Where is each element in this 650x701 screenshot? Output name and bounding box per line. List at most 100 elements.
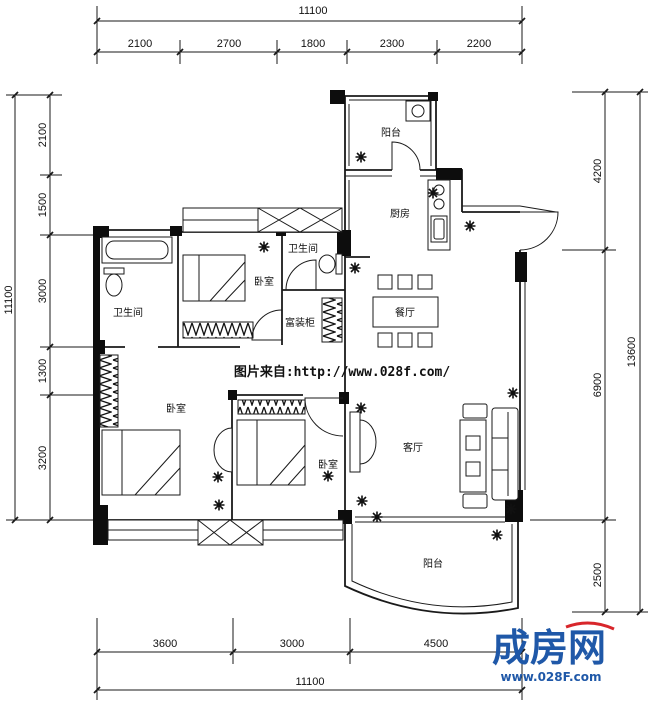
- dimension-left-total: 11100: [3, 286, 15, 315]
- column: [515, 252, 527, 282]
- dimension-top-segment: 2700: [217, 38, 241, 50]
- bathtub-basin: [105, 240, 169, 260]
- light-fixture-icon: [212, 471, 224, 483]
- windows: [107, 207, 344, 546]
- tick-mark: [433, 48, 441, 56]
- column: [93, 226, 109, 238]
- dimension-bottom: 3600 3000 4500 11100: [93, 618, 526, 700]
- tick-mark: [46, 231, 54, 239]
- dimension-left-segment: 1500: [37, 193, 49, 217]
- tick-mark: [273, 48, 281, 56]
- bay-window-upper: [257, 207, 343, 233]
- light-fixture-icon: [491, 529, 503, 541]
- tick-mark: [46, 343, 54, 351]
- coffee-table-item: [465, 461, 481, 477]
- column: [330, 90, 345, 104]
- dimension-right-total: 13600: [626, 337, 638, 368]
- bay-window-cross: [257, 207, 343, 233]
- dimension-bottom-segment: 3600: [153, 638, 177, 650]
- balcony-bottom-outer-wall: [344, 520, 519, 615]
- dimension-top-segment: 1800: [301, 38, 325, 50]
- column: [436, 168, 462, 180]
- tick-mark: [46, 391, 54, 399]
- door-entrance: [519, 211, 559, 251]
- dimension-bottom-segment: 4500: [424, 638, 448, 650]
- dimension-top: 11100 2100 2700 1800 2300 2200: [93, 5, 526, 64]
- tick-mark: [46, 91, 54, 99]
- light-fixture-icon: [505, 503, 517, 515]
- dimension-top-total: 11100: [299, 5, 328, 17]
- wardrobe-master: [99, 354, 119, 428]
- sofa-cushions: [492, 412, 509, 496]
- logo-name: 成房网: [492, 626, 606, 670]
- room-label-kitchen: 厨房: [390, 207, 410, 220]
- light-fixture-icon: [213, 499, 225, 511]
- sofa: [491, 407, 519, 501]
- dining-table: [372, 296, 439, 328]
- bay-window-lower: [197, 519, 264, 546]
- dimension-right-segment: 4200: [592, 159, 604, 183]
- tick-mark: [93, 648, 101, 656]
- tick-mark: [518, 648, 526, 656]
- armchair: [462, 403, 488, 419]
- dimension-right-segment: 6900: [592, 373, 604, 397]
- washing-machine-drum: [411, 104, 425, 118]
- bed-master-detail: [121, 430, 181, 496]
- light-fixture-icon: [355, 151, 367, 163]
- tick-mark: [46, 516, 54, 524]
- tick-mark: [229, 648, 237, 656]
- bed-second: [236, 419, 306, 486]
- room-label-closet: 富装柜: [285, 316, 315, 329]
- room-label-dining: 餐厅: [395, 306, 415, 319]
- column: [339, 392, 349, 404]
- toilet: [318, 254, 336, 274]
- armchair: [462, 493, 488, 509]
- dimension-left: 11100 2100 1500 3000 1300 3200: [3, 91, 100, 524]
- logo-accent: [565, 621, 615, 631]
- wardrobe-upper: [182, 321, 254, 339]
- column: [428, 92, 438, 101]
- tick-mark: [518, 17, 526, 25]
- light-fixture-icon: [464, 220, 476, 232]
- tick-mark: [46, 171, 54, 179]
- toilet-tank: [103, 267, 125, 275]
- light-fixture-icon: [322, 470, 334, 482]
- dimension-top-segment: 2300: [380, 38, 404, 50]
- logo: 成房网 www.028F.com: [492, 621, 615, 684]
- dining-chair: [417, 274, 433, 290]
- door-balcony-top: [391, 141, 421, 171]
- column: [337, 230, 351, 256]
- light-fixture-icon: [427, 187, 439, 199]
- tick-mark: [93, 48, 101, 56]
- dimension-bottom-total: 11100: [296, 676, 325, 688]
- tick-mark: [518, 48, 526, 56]
- bed-upper: [182, 254, 246, 302]
- furniture: [99, 100, 519, 509]
- dining-chair: [377, 274, 393, 290]
- room-label-bedroom-master: 卧室: [166, 402, 186, 415]
- room-label-living: 客厅: [403, 441, 423, 454]
- tick-mark: [11, 516, 19, 524]
- room-labels: 阳台 厨房 卫生间 卧室 卫生间 餐厅 富装柜 卧室 客厅 卧室 阳台: [113, 126, 443, 570]
- west-wall-column: [93, 228, 100, 545]
- coffee-table-item: [465, 435, 481, 451]
- bed-upper-detail: [198, 255, 246, 302]
- tv-cabinet: [349, 411, 361, 473]
- light-fixture-icon: [356, 495, 368, 507]
- balcony-bottom-inner-wall: [351, 524, 513, 608]
- tick-mark: [93, 17, 101, 25]
- bed-master: [101, 429, 181, 496]
- dimension-top-segment: 2100: [128, 38, 152, 50]
- column: [93, 505, 108, 545]
- toilet-tank: [335, 253, 343, 275]
- dimension-left-segment: 2100: [37, 123, 49, 147]
- bay-window-cross: [197, 519, 264, 546]
- entrance-canopy-line: [462, 205, 557, 213]
- bed-second-detail: [256, 420, 306, 486]
- light-fixture-icon: [349, 262, 361, 274]
- column: [93, 340, 105, 354]
- wardrobe-second: [237, 399, 306, 415]
- room-label-bedroom-upper: 卧室: [254, 275, 274, 288]
- dimension-left-segment: 3200: [37, 446, 49, 470]
